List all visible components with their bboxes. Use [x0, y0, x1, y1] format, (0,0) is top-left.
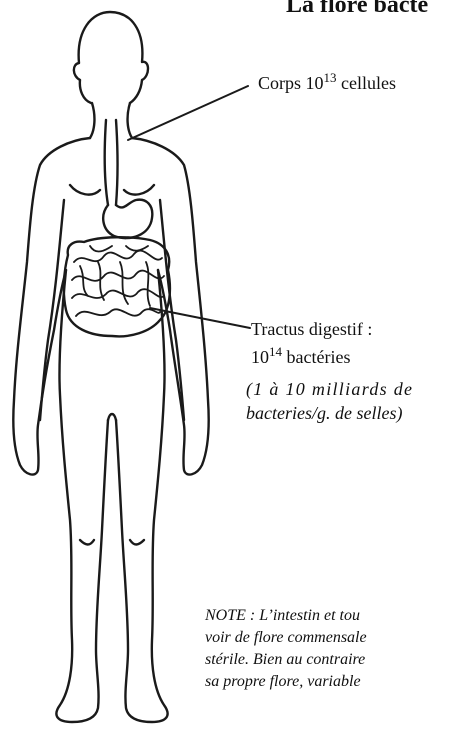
note-line-4: sa propre flore, variable: [205, 671, 361, 693]
note-line-2: voir de flore commensale: [205, 627, 367, 649]
body-pointer-line: [128, 86, 248, 140]
digestive-bacteria-count: 1014 bactéries: [251, 346, 350, 368]
chest-line: [70, 185, 154, 195]
note-line-3: stérile. Bien au contraire: [205, 649, 365, 671]
esophagus: [105, 120, 118, 205]
note-line-1: NOTE : L’intestin et tou: [205, 605, 360, 627]
crotch-line: [108, 414, 116, 420]
intestine-coils: [72, 246, 164, 316]
body-exponent: 13: [324, 70, 337, 85]
digestive-detail-line-1: (1 à 10 milliards de: [246, 378, 413, 400]
stomach: [103, 200, 152, 238]
right-knee: [130, 540, 144, 545]
left-leg-outline: [56, 270, 108, 722]
head-outline: [74, 12, 148, 103]
neck-outline: [90, 103, 132, 138]
body-cells-label: Corps 1013 cellules: [258, 72, 396, 94]
digestive-tract-label: Tractus digestif :: [251, 318, 372, 340]
left-knee: [80, 540, 94, 545]
right-leg-outline: [116, 270, 168, 722]
intestine-outline: [64, 237, 170, 336]
bacteria-exponent: 14: [269, 344, 282, 359]
digestive-detail-line-2: bacteries/g. de selles): [246, 402, 402, 424]
